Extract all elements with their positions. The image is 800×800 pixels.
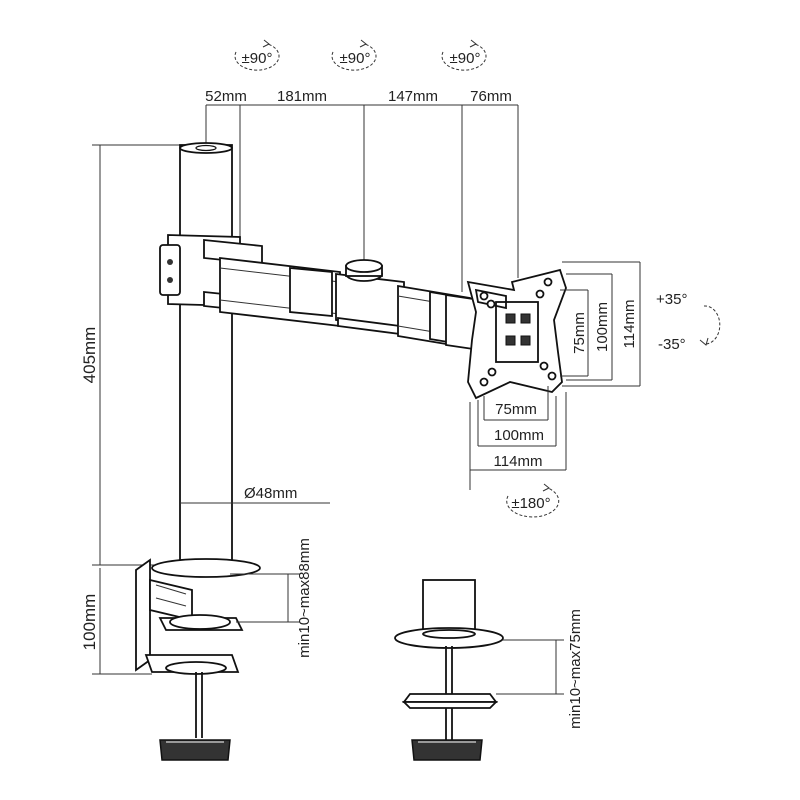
top-dimension-line: [205, 104, 519, 292]
grommet-range-dimension: [496, 639, 564, 695]
svg-text:±90°: ±90°: [340, 50, 371, 67]
arm-elbow-joint: [335, 259, 405, 336]
arm-segment-1: [219, 256, 341, 328]
pole: [179, 142, 233, 566]
desk-clamp: [135, 558, 261, 761]
dim-vesa-v-114: 114mm: [621, 300, 638, 349]
vesa-vertical-dimensions: [560, 261, 641, 387]
tilt-arrow-icon: [699, 305, 721, 346]
clamp-range-dimension: [230, 573, 300, 623]
svg-text:±90°: ±90°: [242, 50, 273, 67]
dim-seg-4: 76mm: [470, 88, 512, 105]
dim-vesa-v-100: 100mm: [594, 302, 611, 352]
dim-pole-diameter: Ø48mm: [244, 485, 297, 502]
dim-seg-3: 147mm: [388, 88, 438, 105]
rotation-icon-arm-1: ±90°: [234, 39, 280, 71]
dim-seg-1: 52mm: [205, 88, 247, 105]
dim-clamp-range: min10~max88mm: [296, 538, 313, 658]
grommet-mount: [394, 579, 504, 761]
dim-clamp-height: 100mm: [80, 594, 99, 651]
dim-vesa-h-75: 75mm: [495, 401, 537, 418]
tilt-up-label: +35°: [656, 291, 687, 308]
vesa-horizontal-dimensions: [469, 386, 567, 490]
svg-text:±90°: ±90°: [450, 50, 481, 67]
rotation-icon-arm-3: ±90°: [441, 39, 487, 71]
arm-segment-2: [397, 284, 481, 352]
plate-rotation-label: ±180°: [511, 495, 550, 512]
dim-vesa-h-100: 100mm: [494, 427, 544, 444]
vesa-plate: [466, 268, 567, 400]
dim-vesa-v-75: 75mm: [571, 312, 588, 354]
plate-rotation-icon: [506, 483, 560, 518]
clamp-height-dimension: [92, 568, 152, 675]
dim-seg-2: 181mm: [277, 88, 327, 105]
dim-pole-height: 405mm: [80, 327, 99, 384]
dim-vesa-h-114: 114mm: [494, 453, 543, 470]
tilt-down-label: -35°: [658, 336, 686, 353]
rotation-icon-arm-2: ±90°: [331, 39, 377, 71]
dim-grommet-range: min10~max75mm: [567, 609, 584, 729]
